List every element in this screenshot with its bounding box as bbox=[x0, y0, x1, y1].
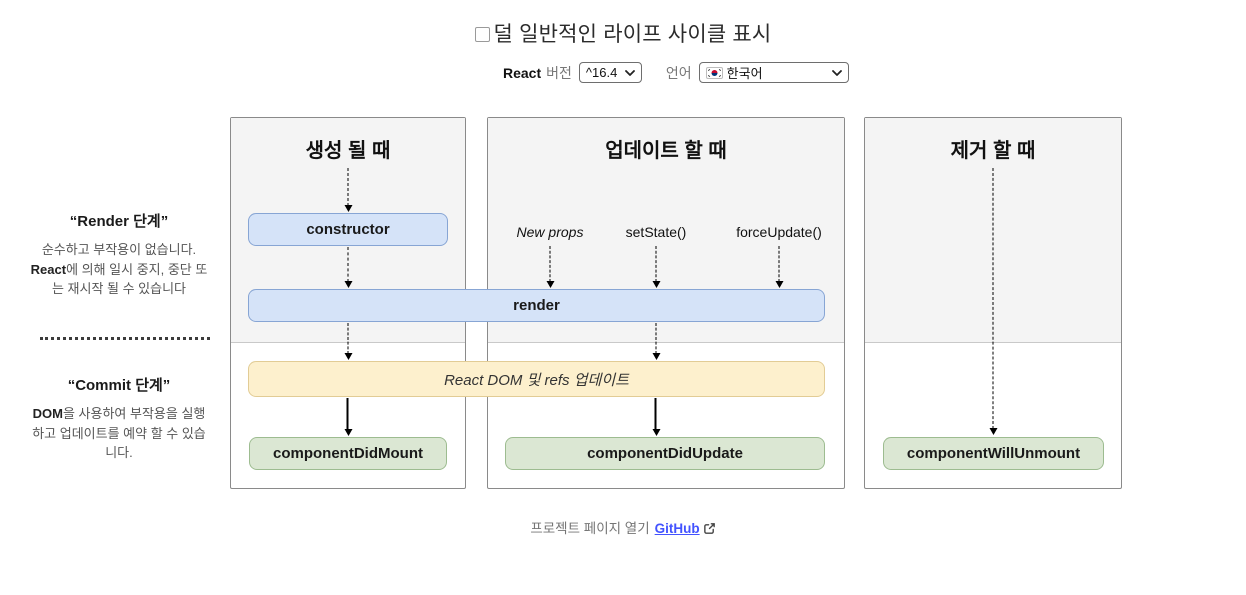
column-mounting-title: 생성 될 때 bbox=[305, 140, 391, 162]
react-label: React bbox=[503, 64, 542, 81]
render-phase-zone bbox=[865, 118, 1121, 343]
react-version-value: ^16.4 bbox=[585, 65, 618, 80]
controls-row: React 버전 ^16.4 언어 한국어 bbox=[503, 61, 849, 84]
commit-phase-title: “Commit 단계” bbox=[67, 377, 171, 394]
south-korea-flag-icon bbox=[705, 66, 723, 79]
trigger-forceupdate: forceUpdate() bbox=[736, 224, 822, 240]
page-title: 덜 일반적인 라이프 사이클 표시 bbox=[493, 23, 772, 46]
less-common-lifecycles-checkbox[interactable] bbox=[474, 27, 490, 42]
footer: 프로젝트 페이지 열기 GitHub bbox=[0, 517, 1246, 538]
arrow-domupdate-to-didupdate bbox=[652, 398, 661, 436]
chevron-down-icon bbox=[831, 69, 842, 76]
language-label: 언어 bbox=[665, 64, 692, 81]
arrow-forceupdate-to-render bbox=[775, 246, 784, 288]
trigger-new-props: New props bbox=[516, 224, 584, 240]
arrow-domupdate-to-didmount bbox=[344, 398, 353, 436]
external-link-icon[interactable] bbox=[703, 522, 716, 538]
chevron-down-icon bbox=[625, 69, 635, 76]
commit-desc-text: 을 사용하여 부작용을 실행하고 업데이트를 예약 할 수 있습니다. bbox=[32, 406, 206, 460]
componentdidmount-box[interactable]: componentDidMount bbox=[249, 437, 447, 470]
arrow-constructor-to-render bbox=[344, 247, 353, 288]
render-box[interactable]: render bbox=[248, 289, 825, 322]
commit-phase-description: DOM을 사용하여 부작용을 실행하고 업데이트를 예약 할 수 있습니다. bbox=[28, 404, 210, 463]
arrow-mount-to-constructor bbox=[344, 168, 353, 212]
arrow-setstate-to-render bbox=[652, 246, 661, 288]
commit-desc-bold: DOM bbox=[32, 406, 63, 421]
column-unmounting: 제거 할 때 bbox=[864, 117, 1122, 489]
phase-divider bbox=[40, 337, 210, 340]
react-version-select[interactable]: ^16.4 bbox=[578, 62, 642, 83]
render-phase-block: “Render 단계” 순수하고 부작용이 없습니다. React에 의해 일시… bbox=[28, 210, 210, 299]
language-select[interactable]: 한국어 bbox=[698, 62, 849, 83]
column-updating-title: 업데이트 할 때 bbox=[605, 140, 727, 162]
react-dom-refs-update-box: React DOM 및 refs 업데이트 bbox=[248, 361, 825, 397]
arrow-render-to-domupdate-left bbox=[344, 323, 353, 360]
constructor-box[interactable]: constructor bbox=[248, 213, 448, 246]
version-label: 버전 bbox=[546, 64, 572, 81]
render-desc-bold: React bbox=[30, 261, 67, 277]
title-row: 덜 일반적인 라이프 사이클 표시 bbox=[0, 18, 1246, 48]
arrow-unmount-to-willunmount bbox=[989, 168, 998, 435]
render-desc-text: 순수하고 부작용이 없습니다. bbox=[41, 242, 197, 257]
render-phase-title: “Render 단계” bbox=[69, 213, 169, 230]
column-unmounting-title: 제거 할 때 bbox=[950, 140, 1036, 162]
arrow-render-to-domupdate-right bbox=[652, 323, 661, 360]
arrow-newprops-to-render bbox=[546, 246, 555, 288]
language-value: 한국어 bbox=[726, 66, 763, 81]
commit-phase-block: “Commit 단계” DOM을 사용하여 부작용을 실행하고 업데이트를 예약… bbox=[28, 374, 210, 463]
github-link[interactable]: GitHub bbox=[654, 521, 700, 536]
footer-text: 프로젝트 페이지 열기 bbox=[530, 521, 650, 536]
componentdidupdate-box[interactable]: componentDidUpdate bbox=[505, 437, 825, 470]
trigger-setstate: setState() bbox=[625, 224, 687, 240]
render-phase-description: 순수하고 부작용이 없습니다. React에 의해 일시 중지, 중단 또는 재… bbox=[28, 240, 210, 299]
componentwillunmount-box[interactable]: componentWillUnmount bbox=[883, 437, 1104, 470]
render-desc-text: 에 의해 일시 중지, 중단 또는 재시작 될 수 있습니다 bbox=[51, 261, 208, 297]
